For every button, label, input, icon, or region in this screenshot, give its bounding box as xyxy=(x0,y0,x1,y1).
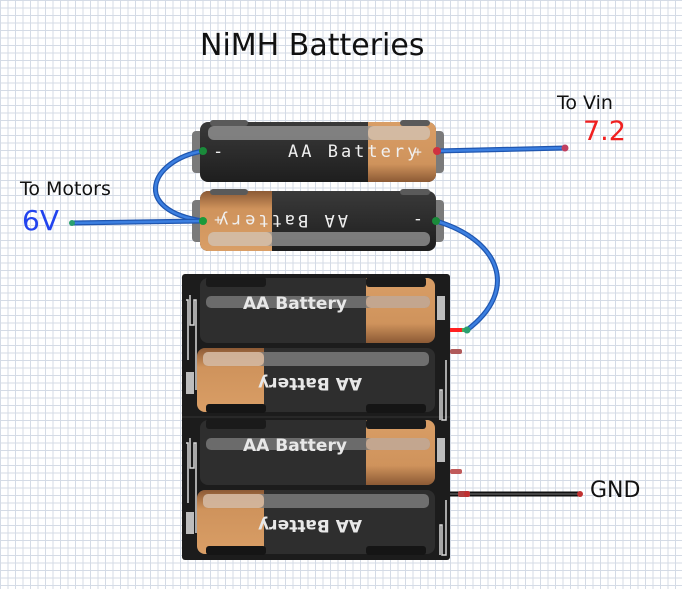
battery-2-minus-terminal[interactable] xyxy=(432,217,440,225)
motors-voltage: 6V xyxy=(22,204,59,237)
vin-wire-end[interactable] xyxy=(561,144,569,152)
holder-battery-3: AA Battery xyxy=(200,419,435,485)
motors-wire-end[interactable] xyxy=(69,220,75,226)
holder-battery-1-label: AA Battery xyxy=(243,294,347,314)
gnd-label: GND xyxy=(590,478,641,503)
holder-battery-2-label: AA Battery xyxy=(258,373,362,393)
gnd-wire-end[interactable] xyxy=(577,491,583,497)
vin-voltage: 7.2 xyxy=(583,116,626,147)
battery-1-minus-sign: - xyxy=(213,142,226,162)
spring-contact xyxy=(186,295,197,390)
loose-battery-1[interactable]: - AA Battery + xyxy=(192,120,444,182)
battery-2-plus-sign: + xyxy=(211,212,222,227)
holder-battery-4: AA Battery xyxy=(197,490,435,555)
battery-holder[interactable]: AA Battery AA Battery AA Battery xyxy=(182,274,468,560)
battery-1-label: AA Battery xyxy=(288,142,420,162)
holder-battery-3-label: AA Battery xyxy=(243,436,347,456)
vin-label: To Vin xyxy=(557,92,613,114)
holder-pin xyxy=(450,349,462,354)
battery-2-minus-sign: - xyxy=(410,210,423,230)
motors-label: To Motors xyxy=(20,178,111,200)
holder-pin xyxy=(450,469,462,474)
holder-battery-1: AA Battery xyxy=(200,277,435,343)
loose-battery-2[interactable]: - AA Battery + xyxy=(192,189,444,251)
spring-contact xyxy=(186,438,197,533)
holder-battery-2: AA Battery xyxy=(197,348,435,413)
holder-red-lead-end[interactable] xyxy=(463,326,471,334)
diagram-title: NiMH Batteries xyxy=(200,28,425,63)
battery-2-label: AA Battery xyxy=(216,210,348,230)
holder-battery-4-label: AA Battery xyxy=(258,515,362,535)
battery-1-plus-terminal[interactable] xyxy=(433,147,441,155)
battery-1-minus-terminal[interactable] xyxy=(199,147,207,155)
wires xyxy=(71,145,580,497)
holder-red-lead[interactable] xyxy=(450,328,464,332)
battery-1-plus-sign: + xyxy=(414,145,425,160)
battery-2-plus-terminal[interactable] xyxy=(199,217,207,225)
connectors xyxy=(69,144,583,497)
gnd-wire-start[interactable] xyxy=(464,491,470,497)
